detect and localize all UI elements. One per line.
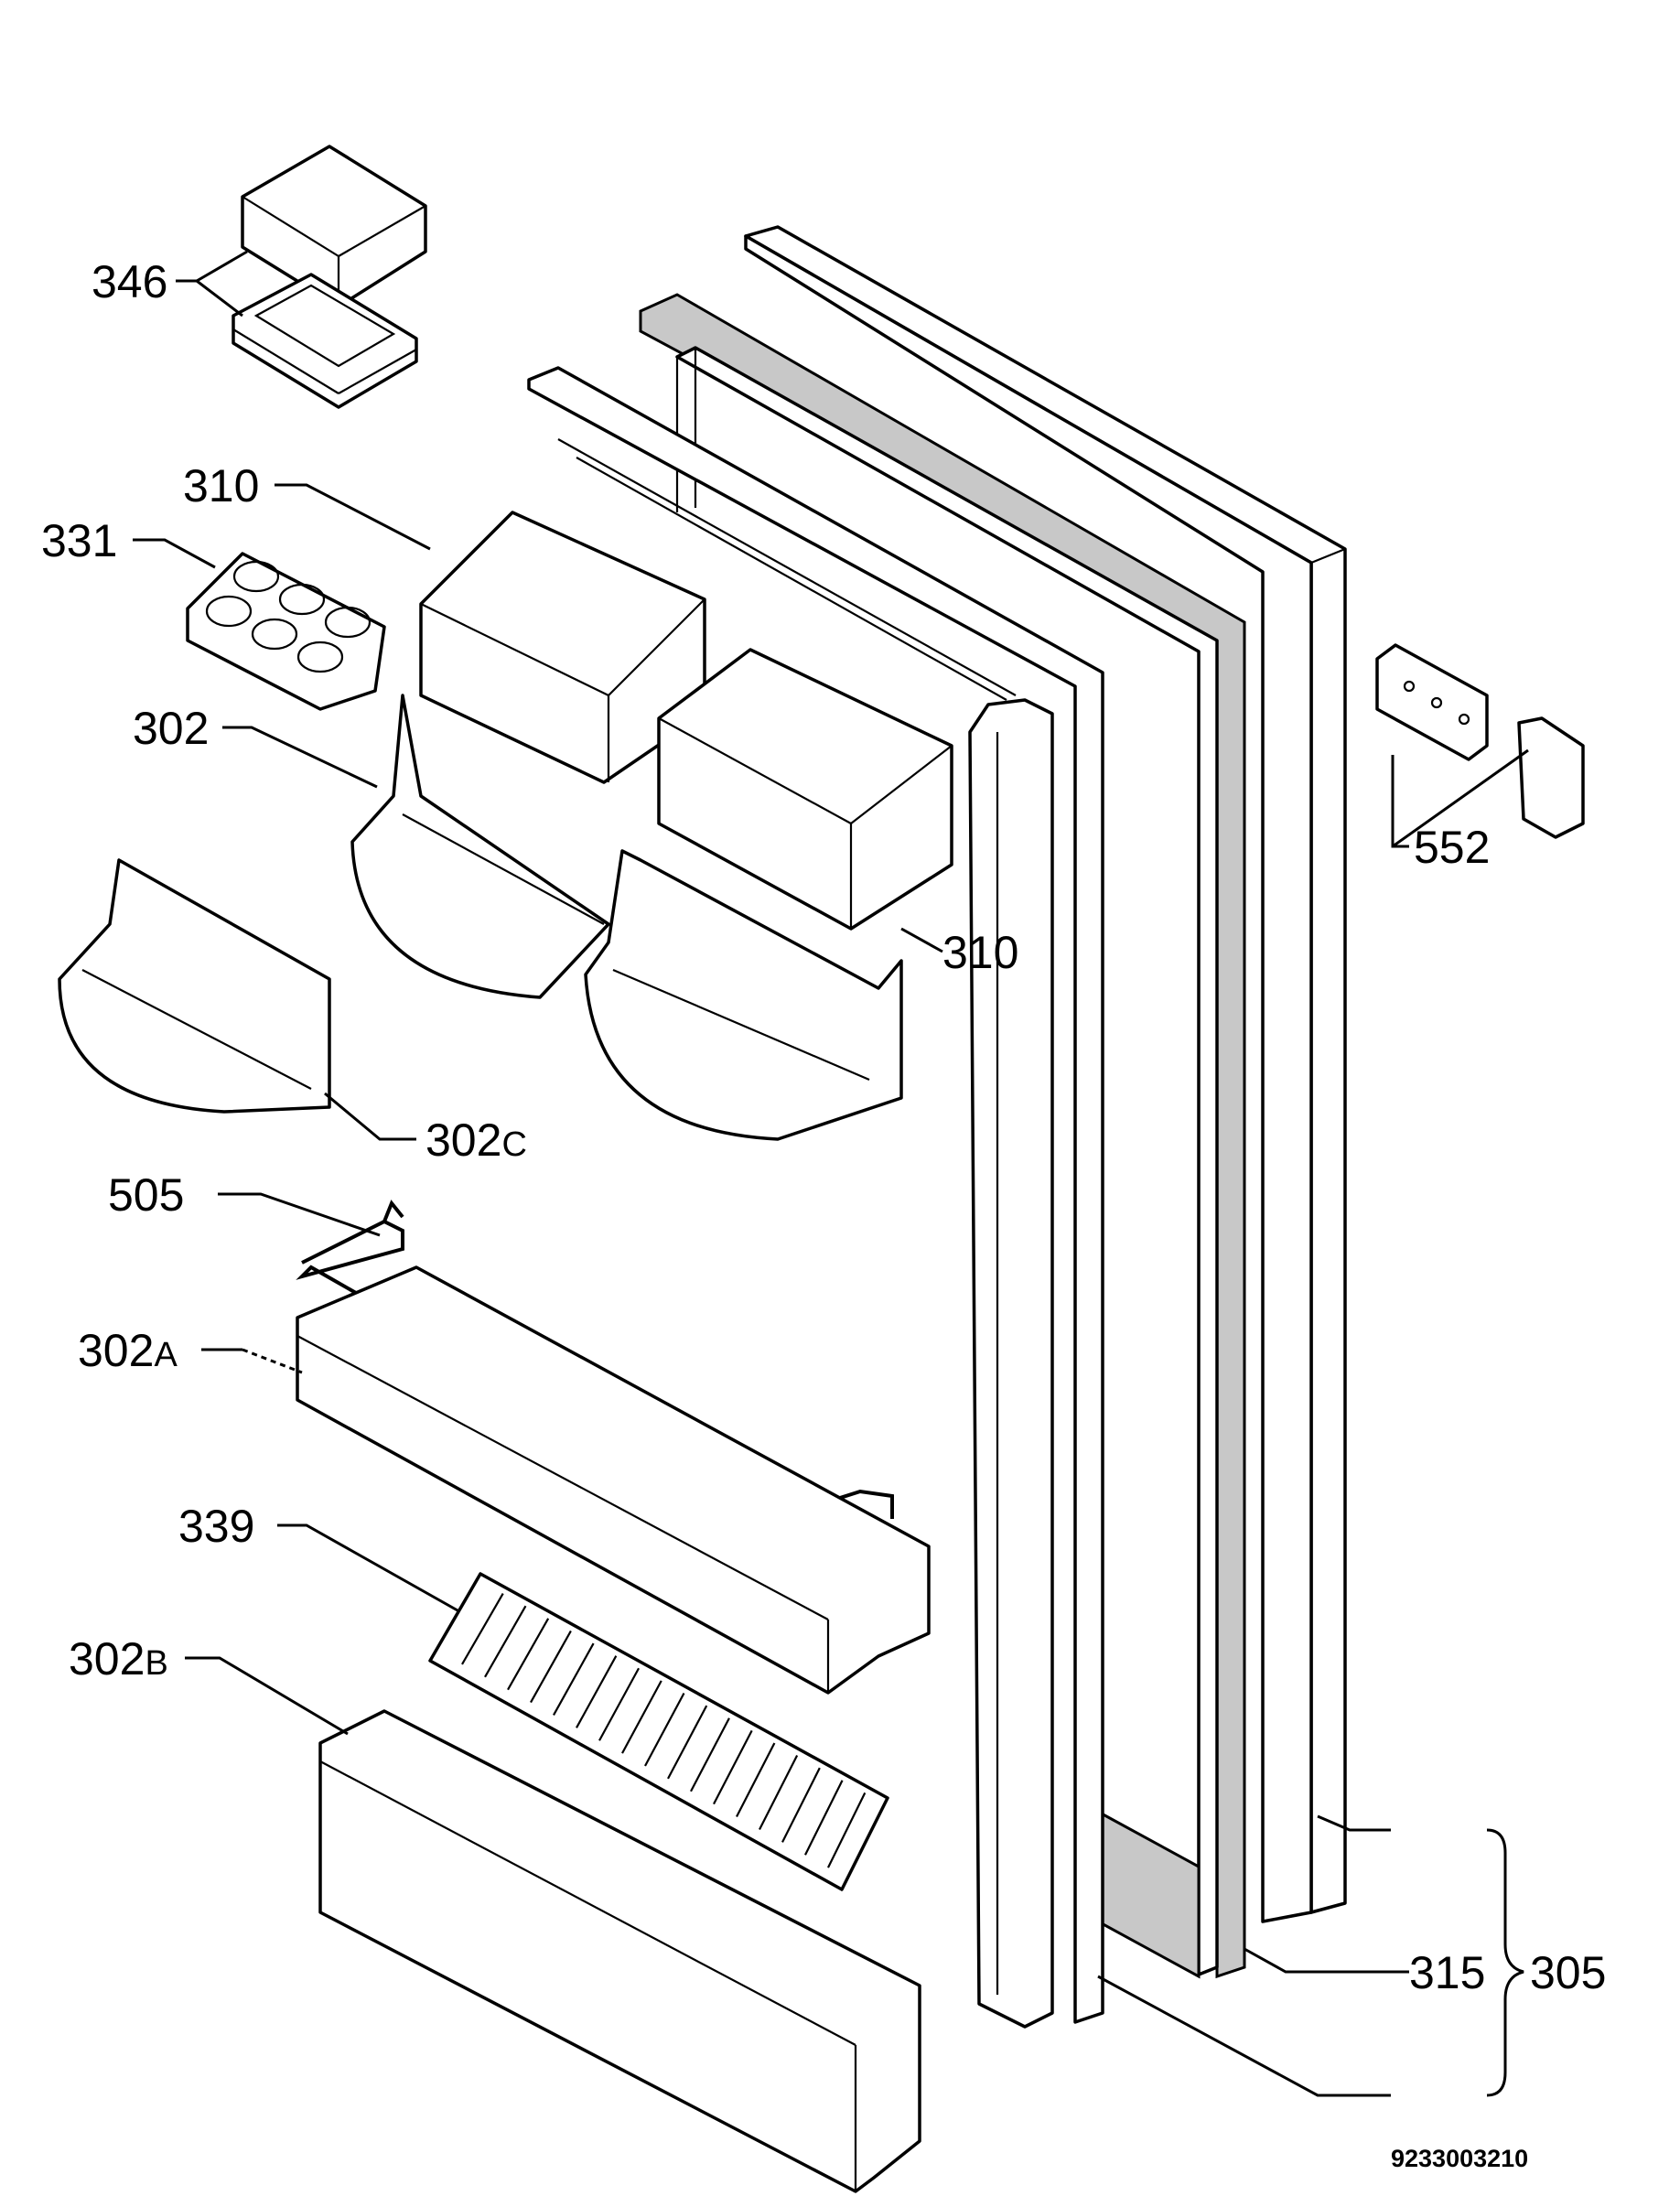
- flap-rib: [667, 1705, 708, 1780]
- flap-rib: [827, 1792, 867, 1868]
- callout-505: 505: [108, 1169, 184, 1221]
- flap-rib: [759, 1755, 799, 1830]
- document-number: 9233003210: [1391, 2145, 1528, 2172]
- flap-rib: [507, 1618, 550, 1691]
- callout-302b: 302B: [69, 1633, 168, 1685]
- callout-552: 552: [1414, 822, 1490, 873]
- flap-rib: [553, 1642, 595, 1716]
- part-339-flap: [428, 1572, 889, 1891]
- flap-rib: [461, 1593, 504, 1665]
- part-346-box: [232, 145, 427, 409]
- flap-rib: [644, 1692, 685, 1767]
- part-302-shelf-right: [584, 849, 903, 1141]
- callout-302a: 302A: [78, 1325, 178, 1376]
- callout-310-upper: 310: [183, 460, 259, 511]
- part-302-shelf-left: [350, 694, 610, 999]
- flap-ribs: [461, 1593, 867, 1868]
- flap-rib: [484, 1605, 527, 1678]
- callout-302: 302: [133, 703, 209, 754]
- callout-315: 315: [1409, 1947, 1485, 1998]
- door-gasket: [639, 293, 1246, 1979]
- callout-302c: 302C: [425, 1114, 527, 1166]
- flap-rib: [781, 1767, 821, 1843]
- flap-rib: [690, 1717, 730, 1792]
- callout-305: 305: [1530, 1947, 1606, 1998]
- part-302b-bottle-shelf: [318, 1709, 921, 2193]
- part-302c-bin: [58, 858, 331, 1114]
- flap-rib: [713, 1729, 753, 1805]
- callout-346: 346: [92, 256, 167, 307]
- flap-rib: [736, 1742, 776, 1818]
- door-inner-liner: [527, 366, 1104, 2029]
- flap-rib: [576, 1655, 618, 1728]
- callout-310-lower: 310: [942, 927, 1018, 978]
- door-outer-panel: [744, 225, 1347, 1923]
- flap-rib: [804, 1780, 844, 1856]
- part-552-hinges: [1375, 643, 1585, 839]
- leader-lines: [133, 250, 1529, 2097]
- part-310-compartment-right: [657, 648, 953, 931]
- callout-labels: 346 310 331 302 302C 505 302A 339 302B 3…: [41, 256, 1606, 2172]
- callout-331: 331: [41, 515, 117, 566]
- part-302a-shelf: [296, 1265, 931, 1695]
- callout-339: 339: [178, 1501, 254, 1552]
- flap-rib: [621, 1680, 662, 1754]
- part-505-wire-rail: [296, 1200, 894, 1526]
- part-331-egg-tray: [186, 552, 386, 711]
- flap-rib: [598, 1667, 641, 1741]
- flap-rib: [530, 1630, 572, 1704]
